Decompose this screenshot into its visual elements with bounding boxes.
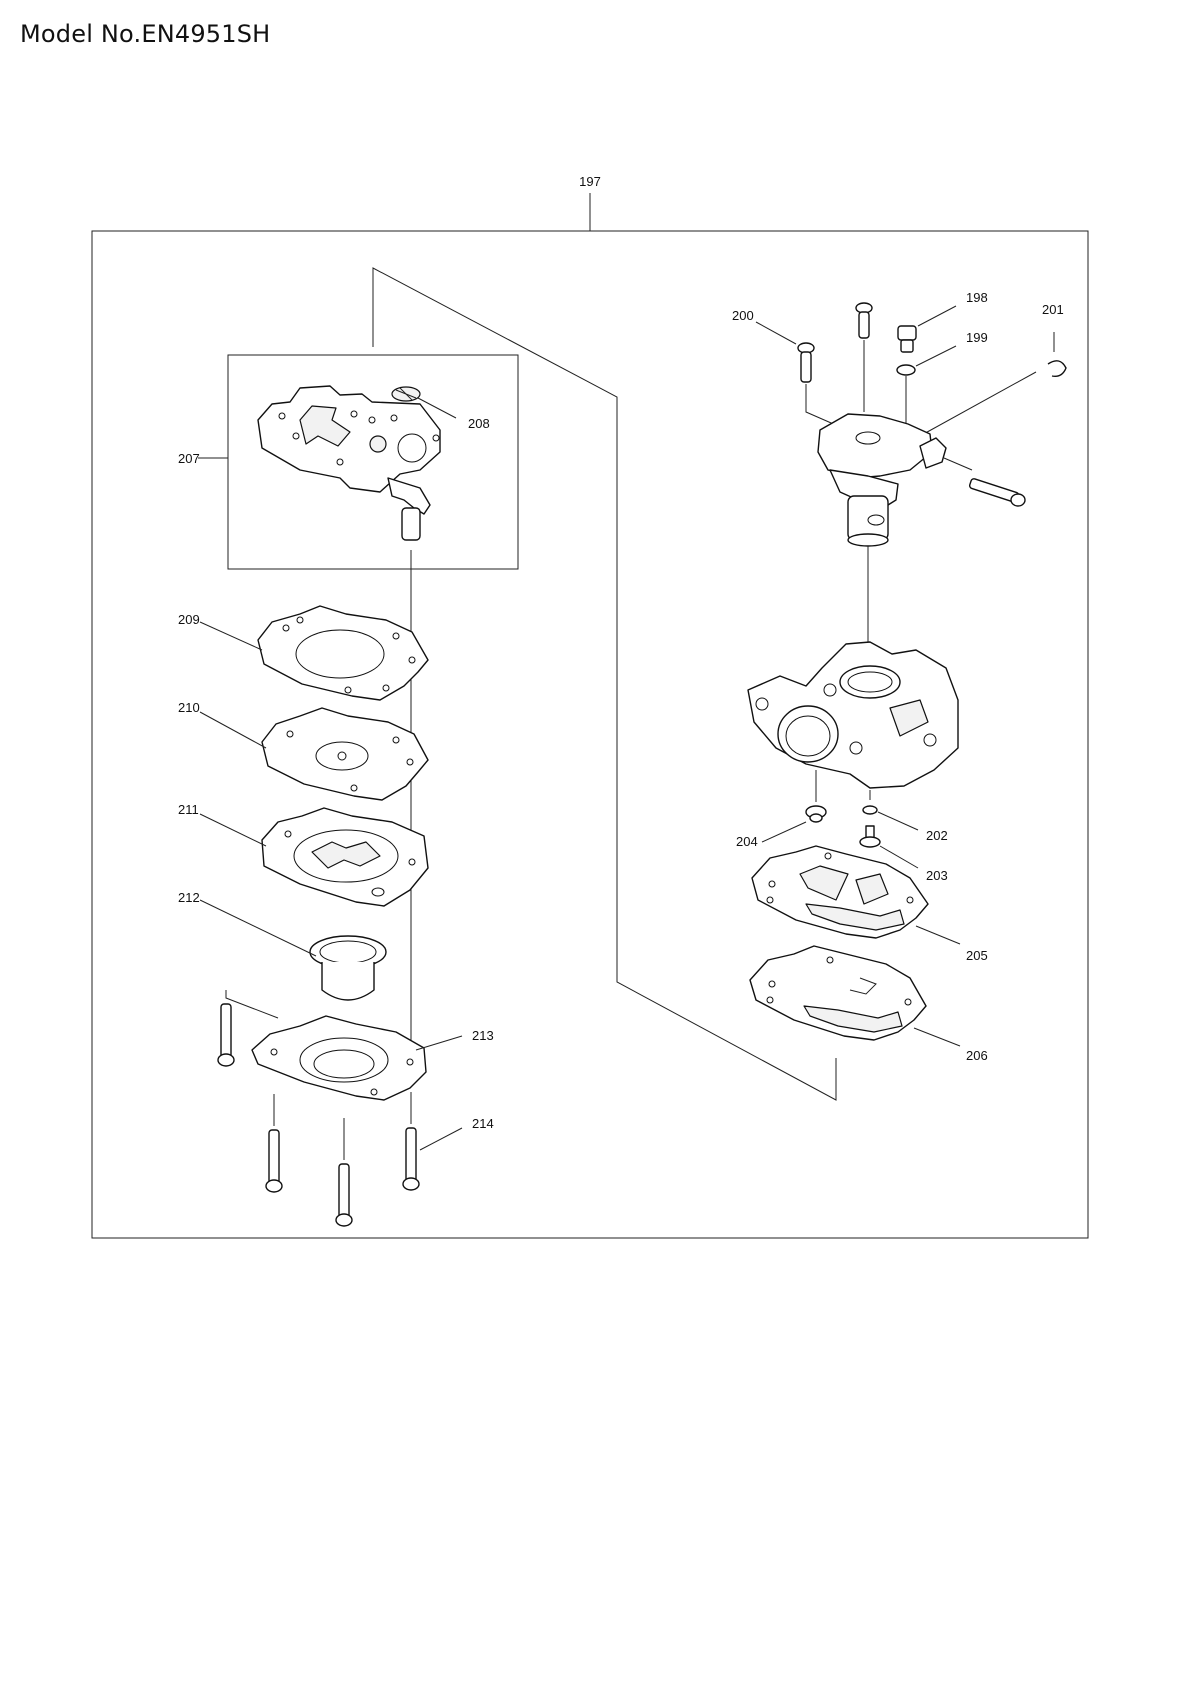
throttle-lever-assembly: 200 198 199 201 <box>732 290 1067 680</box>
callout-201: 201 <box>1042 302 1064 317</box>
gasket-209: 209 <box>178 605 429 701</box>
carburetor-body <box>747 641 959 802</box>
callout-205: 205 <box>966 948 988 963</box>
callout-212: 212 <box>178 890 200 905</box>
callout-198: 198 <box>966 290 988 305</box>
pump-body-211: 211 <box>178 802 429 907</box>
screw-214-set: 214 <box>217 990 494 1227</box>
callout-200: 200 <box>732 308 754 323</box>
model-number-title: Model No.EN4951SH <box>20 20 271 48</box>
callout-204: 204 <box>736 834 758 849</box>
diaphragm-206: 206 <box>749 945 988 1063</box>
callout-202: 202 <box>926 828 948 843</box>
callout-214: 214 <box>472 1116 494 1131</box>
callout-210: 210 <box>178 700 200 715</box>
gasket-205: 205 <box>751 845 988 963</box>
cover-plate-213: 213 <box>251 1015 494 1101</box>
callout-209: 209 <box>178 612 200 627</box>
callout-203: 203 <box>926 868 948 883</box>
callout-199: 199 <box>966 330 988 345</box>
callout-207: 207 <box>178 451 200 466</box>
callout-211: 211 <box>178 802 199 817</box>
small-parts-202-204: 204 202 203 <box>736 805 948 883</box>
inset-box-207: 207 <box>178 354 519 570</box>
pump-cover-part: 208 <box>257 385 490 541</box>
diaphragm-210: 210 <box>178 700 429 801</box>
callout-208: 208 <box>468 416 490 431</box>
callout-206: 206 <box>966 1048 988 1063</box>
subassembly-bracket-line <box>372 267 837 1101</box>
assembly-frame-197: 197 <box>91 174 1089 1239</box>
primer-bulb-212: 212 <box>178 890 387 1001</box>
callout-197: 197 <box>579 174 601 189</box>
callout-213: 213 <box>472 1028 494 1043</box>
